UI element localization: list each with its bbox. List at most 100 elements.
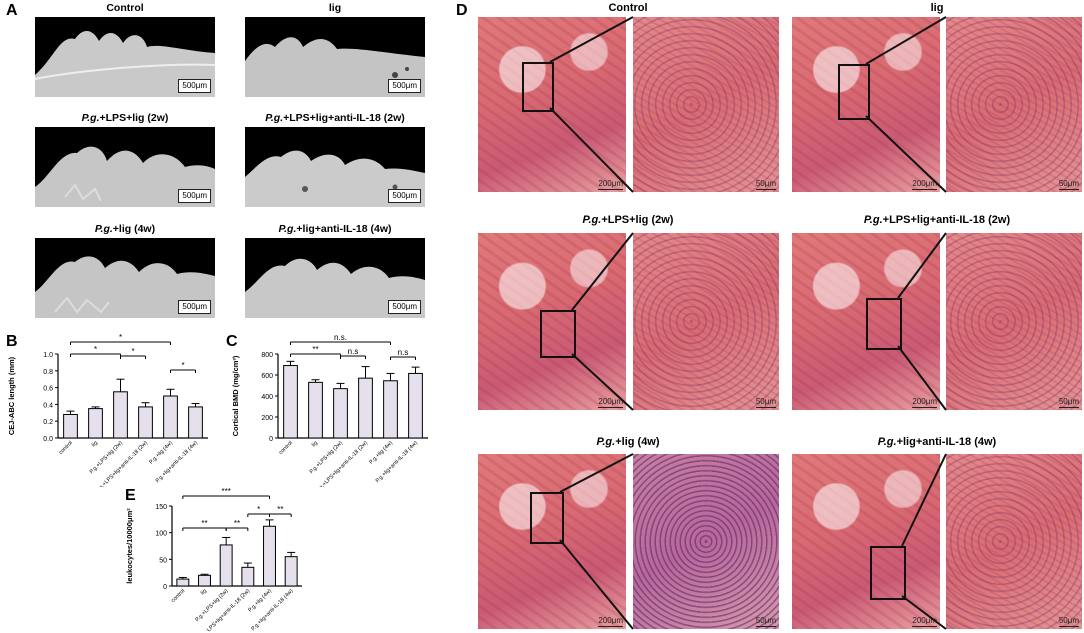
scale-bar: 500μm (388, 79, 421, 93)
scale-bar: 500μm (178, 79, 211, 93)
histo-highmag-pg-lps-lig-2w: 50μm (633, 233, 779, 410)
y-axis-label: Cortical BMD (mg/cm³) (231, 355, 240, 436)
histo-title-row3-left: P.g.+lig (4w) (596, 436, 660, 448)
histo-highmag-control: 50μm (633, 17, 779, 192)
x-tick-label: P.g.+lig+anti-IL-18 (4w) (375, 440, 419, 484)
panel-label-a: A (6, 2, 18, 19)
significance-label: * (181, 361, 184, 370)
zoom-box (540, 310, 576, 358)
significance-label: ** (234, 519, 240, 528)
bar (383, 380, 398, 439)
bar (219, 544, 233, 587)
panel-label-c: C (226, 333, 238, 350)
histo-lowmag-pg-lig-anti-il18-4w: 200μm (792, 454, 940, 629)
y-tick-label: 100 (155, 531, 167, 538)
zoom-box (870, 546, 906, 600)
histo-title-row3-right: P.g.+lig+anti-IL-18 (4w) (877, 436, 997, 448)
histo-highmag-pg-lig-anti-il18-4w: 50μm (946, 454, 1082, 629)
bar (138, 406, 153, 439)
y-tick-label: 800 (261, 352, 273, 359)
bar (308, 381, 323, 439)
bar (283, 365, 298, 439)
significance-label: * (257, 505, 260, 514)
x-tick-label: lig (311, 440, 319, 448)
microct-image-lig: 500μm (245, 17, 425, 97)
zoom-box (866, 298, 902, 350)
x-tick-label: P.g.+lig+anti-IL-18 (4w) (250, 588, 294, 631)
bar (408, 372, 423, 439)
x-tick-label: control (170, 588, 186, 604)
histo-title-row2-left: P.g.+LPS+lig (2w) (582, 214, 674, 226)
histo-highmag-pg-lps-lig-anti-il18-2w: 50μm (946, 233, 1082, 410)
y-axis-label: leukocytes/10000μm² (125, 508, 134, 584)
y-tick-label: 0.4 (43, 402, 53, 409)
microct-image-pg-lps-lig-2w: 500μm (35, 127, 215, 207)
significance-label: * (131, 347, 134, 356)
chart-c-cortical-bmd: 0 200 400 600 800 Cortical BMD (mg/cm³) contro… (231, 333, 428, 487)
bar (63, 413, 78, 439)
x-tick-label: control (278, 440, 294, 456)
significance-label: * (94, 345, 97, 354)
y-tick-label: 0.0 (43, 436, 53, 443)
bar (284, 556, 298, 587)
microct-image-pg-lig-4w: 500μm (35, 238, 215, 318)
histo-title-row2-right: P.g.+LPS+lig+anti-IL-18 (2w) (863, 214, 1011, 226)
y-tick-label: 150 (155, 504, 167, 511)
x-tick-label: P.g.+lig+anti-IL-18 (4w) (155, 440, 199, 484)
zoom-box (838, 64, 870, 120)
bar (198, 574, 211, 587)
significance-label: *** (221, 487, 230, 496)
significance-label: n.s (348, 347, 359, 356)
bar (241, 566, 255, 587)
microct-image-pg-lig-anti-il18-4w: 500μm (245, 238, 425, 318)
x-tick-label: control (58, 440, 74, 456)
y-axis-label: CEJ-ABC length (mm) (7, 356, 16, 435)
histo-highmag-lig: 50μm (946, 17, 1082, 192)
y-tick-label: 200 (261, 415, 273, 422)
scale-bar: 500μm (178, 300, 211, 314)
x-tick-label: P.g.+lig (4w) (368, 440, 394, 466)
bar (358, 377, 373, 439)
histo-title-row1-left: Control (608, 2, 648, 14)
microct-title-pg-lps-lig-2w: P.g.+LPS+lig (2w) (81, 112, 169, 124)
significance-label: ** (201, 519, 207, 528)
y-tick-label: 0 (269, 436, 273, 443)
y-tick-label: 400 (261, 394, 273, 401)
chart-e-leukocytes: 0 50 100 150 leukocytes/10000μm² control lig P.… (125, 487, 302, 631)
y-tick-label: 0.6 (43, 386, 53, 393)
histo-title-row1-right: lig (930, 2, 944, 14)
y-tick-label: 0.8 (43, 369, 53, 376)
microct-title-control: Control (106, 2, 144, 14)
microct-title-pg-lps-lig-anti-il18-2w: P.g.+LPS+lig+anti-IL-18 (2w) (265, 112, 405, 124)
bar (333, 388, 348, 439)
microct-title-lig: lig (328, 2, 342, 14)
bar (113, 391, 128, 439)
microct-title-pg-lig-4w: P.g.+lig (4w) (94, 223, 156, 235)
microct-title-pg-lig-anti-il18-4w: P.g.+lig+anti-IL-18 (4w) (278, 223, 392, 235)
significance-label: ** (277, 505, 283, 514)
histo-highmag-pg-lig-4w: 50μm (633, 454, 779, 629)
bar (88, 408, 103, 439)
y-tick-label: 600 (261, 373, 273, 380)
panel-label-d: D (456, 2, 468, 19)
scale-bar: 500μm (388, 189, 421, 203)
x-tick-label: lig (200, 588, 208, 596)
x-tick-label: lig (91, 440, 99, 448)
bar (176, 578, 190, 587)
panel-label-e: E (125, 487, 136, 504)
zoom-box (522, 62, 554, 112)
y-tick-label: 1.0 (43, 352, 53, 359)
scale-bar: 500μm (388, 300, 421, 314)
y-tick-label: 0 (163, 584, 167, 591)
microct-image-control: 500μm (35, 17, 215, 97)
significance-label: ** (312, 345, 318, 354)
x-tick-label: P.g.+lig (4w) (148, 440, 174, 466)
significance-label: n.s (398, 348, 409, 357)
zoom-box (530, 492, 564, 544)
significance-label: * (119, 333, 122, 342)
bar (163, 395, 178, 439)
microct-image-pg-lps-lig-anti-il18-2w: 500μm (245, 127, 425, 207)
y-tick-label: 0.2 (43, 419, 53, 426)
y-tick-label: 50 (159, 557, 167, 564)
